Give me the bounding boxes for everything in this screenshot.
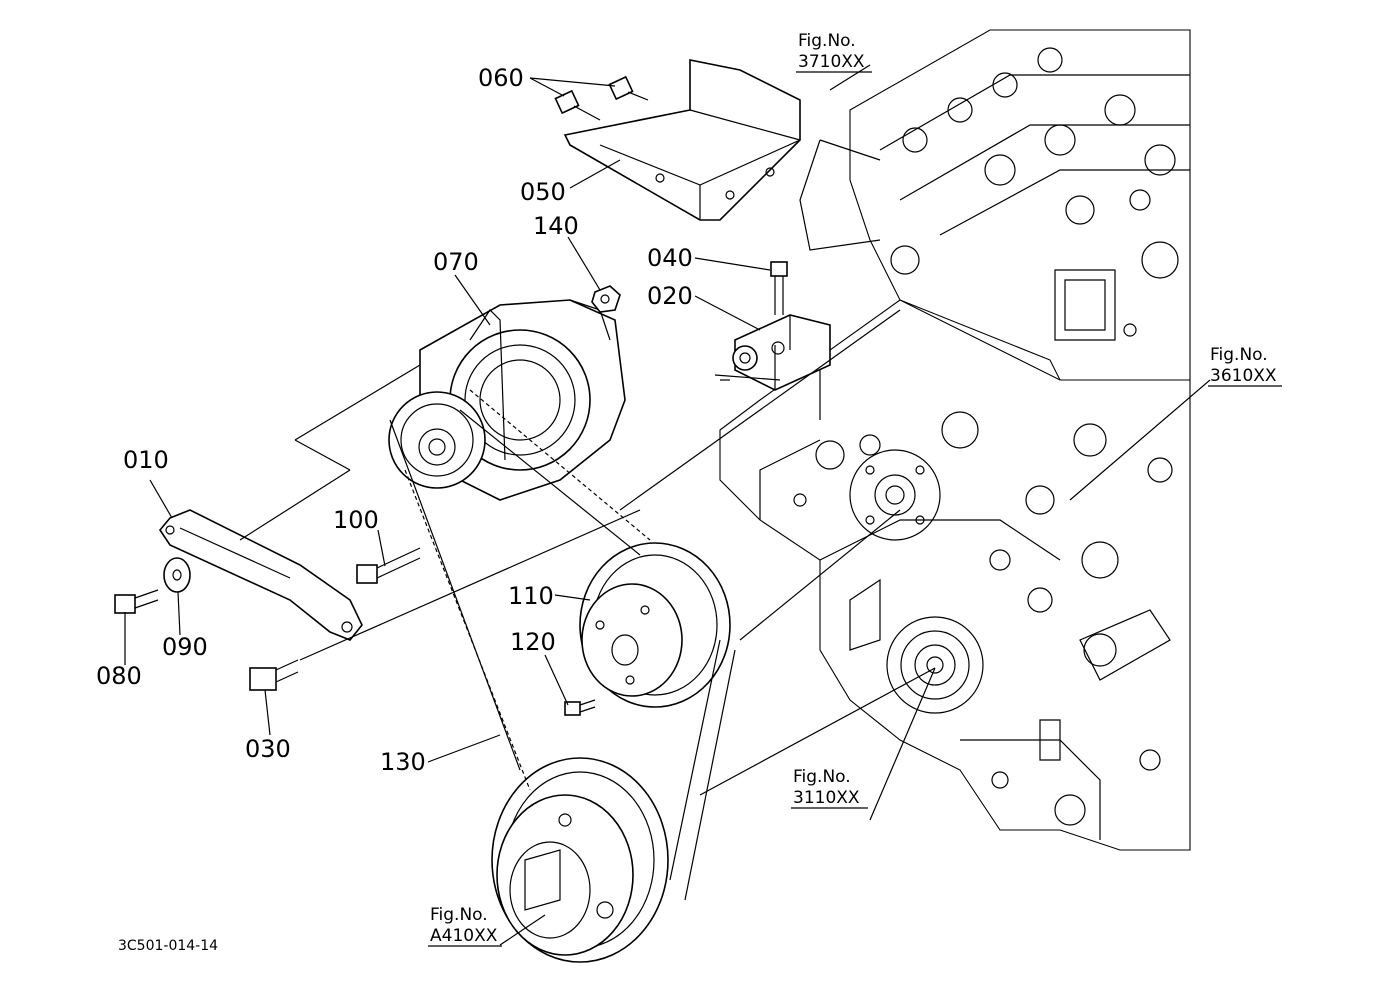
- label-010: 010: [123, 446, 169, 474]
- fig-ref-3710-label: Fig.No.: [798, 31, 856, 51]
- diagram-code: 3C501-014-14: [118, 938, 218, 954]
- part-130-v-belt[interactable]: [389, 389, 736, 901]
- part-050-cover-plate[interactable]: [563, 59, 801, 221]
- label-060: 060: [478, 64, 524, 92]
- fig-ref-3610[interactable]: Fig.No. 3610XX: [1208, 345, 1282, 387]
- part-010-adjusting-bracket[interactable]: [159, 509, 363, 641]
- fig-ref-3710[interactable]: Fig.No. 3710XX: [796, 31, 872, 73]
- part-090-washer[interactable]: [163, 557, 191, 593]
- part-060-bolt-a[interactable]: [554, 89, 601, 121]
- label-080: 080: [96, 662, 142, 690]
- label-030: 030: [245, 735, 291, 763]
- label-100: 100: [333, 506, 379, 534]
- part-labels: 060 050 140 040 020 070 010 100 110 120 …: [96, 64, 693, 776]
- part-020-bracket[interactable]: [732, 314, 831, 391]
- fig-ref-3110-label: Fig.No.: [793, 767, 851, 787]
- engine-block: [719, 29, 1191, 851]
- label-020: 020: [647, 282, 693, 310]
- part-100-bolt[interactable]: [356, 547, 421, 584]
- label-140: 140: [533, 212, 579, 240]
- label-070: 070: [433, 248, 479, 276]
- label-040: 040: [647, 244, 693, 272]
- fig-ref-a410-code: A410XX: [430, 926, 498, 946]
- label-090: 090: [162, 633, 208, 661]
- part-030-bolt[interactable]: [249, 659, 299, 691]
- part-060-bolt-b[interactable]: [608, 75, 649, 101]
- fig-ref-3610-code: 3610XX: [1210, 366, 1277, 386]
- fig-ref-3110[interactable]: Fig.No. 3110XX: [791, 767, 868, 809]
- part-110-fan-pulley[interactable]: [579, 542, 731, 708]
- fig-ref-3710-code: 3710XX: [798, 52, 865, 72]
- part-040-bolt[interactable]: [770, 261, 788, 315]
- label-050: 050: [520, 178, 566, 206]
- fig-ref-a410-label: Fig.No.: [430, 905, 488, 925]
- figure-references: Fig.No. 3710XX Fig.No. 3610XX Fig.No. 31…: [428, 31, 1282, 947]
- part-120-bolt[interactable]: [564, 699, 596, 716]
- label-130: 130: [380, 748, 426, 776]
- crank-pulley: [491, 757, 669, 963]
- label-110: 110: [508, 582, 554, 610]
- part-080-bolt[interactable]: [114, 589, 159, 614]
- part-140-nut[interactable]: [591, 285, 621, 313]
- label-120: 120: [510, 628, 556, 656]
- leader-lines: [124, 64, 1211, 946]
- fig-ref-3110-code: 3110XX: [793, 788, 860, 808]
- fig-ref-a410[interactable]: Fig.No. A410XX: [428, 905, 502, 947]
- part-070-alternator[interactable]: [388, 299, 626, 501]
- fig-ref-3610-label: Fig.No.: [1210, 345, 1268, 365]
